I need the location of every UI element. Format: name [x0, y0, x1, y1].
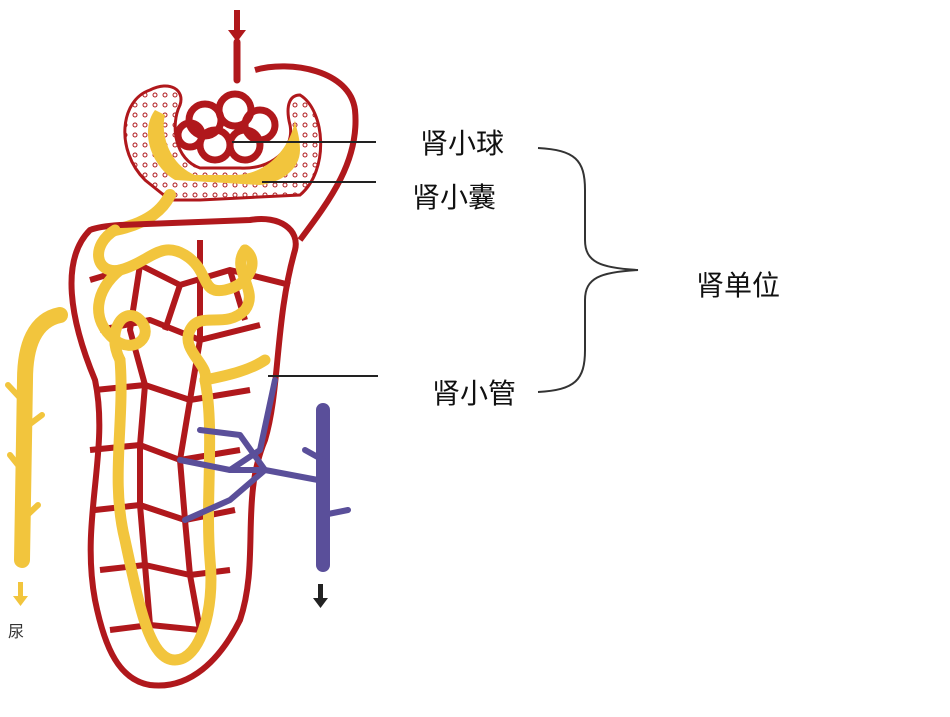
capsule-space	[147, 110, 300, 185]
capsule-label: 肾小囊	[412, 181, 497, 214]
urine-arrow	[13, 582, 28, 606]
glomerulus-tangle	[174, 38, 279, 164]
tubule-label: 肾小管	[432, 377, 517, 410]
glomerulus-label: 肾小球	[420, 127, 505, 160]
nephron-brace	[537, 147, 639, 393]
renal-vein	[177, 377, 321, 523]
vein-trunk	[302, 403, 351, 572]
leader-lines	[232, 141, 378, 377]
afferent-arrow	[228, 10, 246, 42]
vein-arrow	[313, 584, 328, 608]
tubule-neck	[109, 189, 176, 236]
urine-label: 尿	[8, 622, 25, 641]
renal-tubule	[93, 224, 271, 666]
nephron-label: 肾单位	[696, 269, 781, 302]
efferent-arteriole	[254, 63, 359, 242]
collecting-duct	[5, 307, 68, 568]
